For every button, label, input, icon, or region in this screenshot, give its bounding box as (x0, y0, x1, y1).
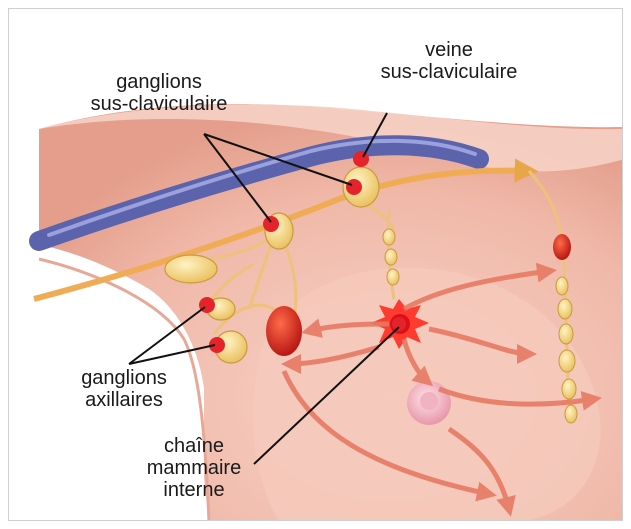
label-gsc-line2: sus-claviculaire (39, 93, 279, 115)
label-veine-line2: sus-claviculaire (359, 61, 539, 83)
label-gax-line2: axillaires (49, 389, 199, 411)
illustration-frame: veine sus-claviculaire ganglions sus-cla… (8, 8, 623, 521)
label-cmi-line3: interne (129, 479, 259, 501)
internal-mammary-node (266, 306, 302, 356)
label-veine-line1: veine (359, 39, 539, 61)
label-cmi-line1: chaîne (129, 435, 259, 457)
label-veine-sus-claviculaire: veine sus-claviculaire (359, 39, 539, 83)
lateral-red-node (553, 234, 571, 260)
label-ganglions-axillaires: ganglions axillaires (49, 367, 199, 411)
label-gax-line1: ganglions (49, 367, 199, 389)
label-chaine-mammaire-interne: chaîne mammaire interne (129, 435, 259, 501)
label-cmi-line2: mammaire (129, 457, 259, 479)
label-gsc-line1: ganglions (39, 71, 279, 93)
nipple (420, 392, 438, 410)
label-ganglions-sus-claviculaire: ganglions sus-claviculaire (39, 71, 279, 115)
